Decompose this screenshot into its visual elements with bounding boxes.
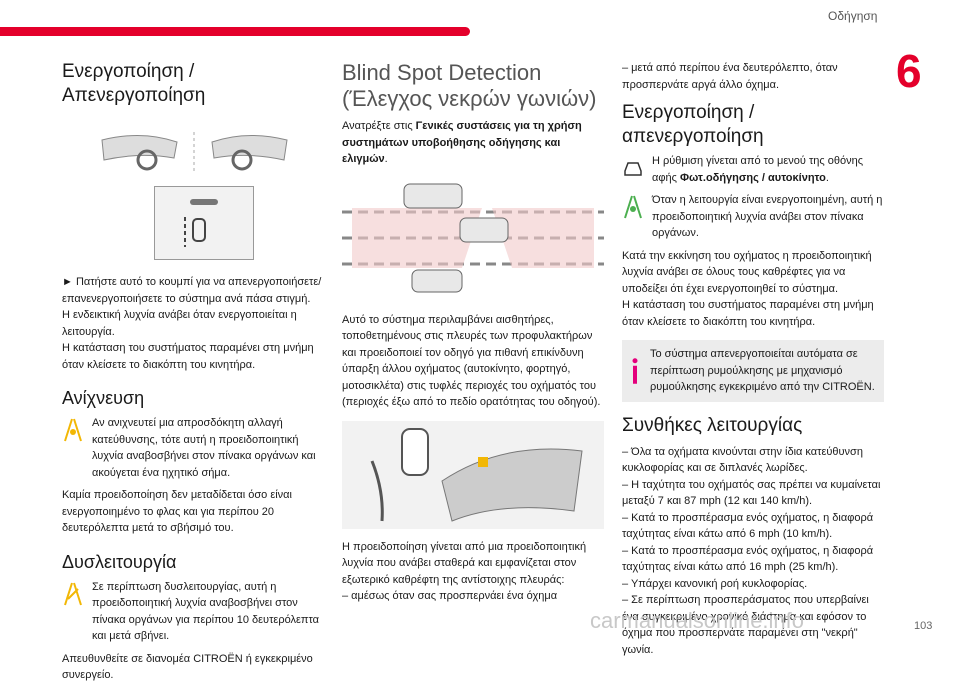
detection-icon-row: Αν ανιχνευτεί μια απροσδόκητη αλλαγή κατ… (62, 415, 324, 481)
condition-item: – Η ταχύτητα του οχήματός σας πρέπει να … (622, 478, 881, 508)
button-figure (154, 186, 254, 260)
indicator-text: Όταν η λειτουργία είναι ενεργοποιημένη, … (652, 194, 883, 239)
setting-menu-name: Φωτ.οδήγησης / αυτοκίνητο (679, 171, 826, 184)
activation-text-2: Η ενδεικτική λυχνία ανάβει όταν ενεργοπο… (62, 309, 297, 338)
section-title: Οδήγηση (828, 9, 878, 23)
bsd-intro: Ανατρέξτε στις Γενικές συστάσεις για τη … (342, 118, 604, 168)
conditions-list: – Όλα τα οχήματα κινούνται στην ίδια κατ… (622, 444, 884, 659)
bsd-memory-text: Η κατάσταση του συστήματος παραμένει στη… (622, 299, 874, 328)
column-3: – μετά από περίπου ένα δευτερόλεπτο, ότα… (622, 60, 884, 658)
bsd-intro-prefix: Ανατρέξτε στις (342, 120, 416, 132)
condition-item: – Όλα τα οχήματα κινούνται στην ίδια κατ… (622, 445, 863, 475)
bsd-warning-text: Η προειδοποίηση γίνεται από μια προειδοπ… (342, 540, 587, 586)
lanes-figure (342, 180, 604, 302)
setting-text-prefix: Η ρύθμιση γίνεται από το μενού της οθόνη… (652, 155, 864, 184)
mirror-figure (62, 130, 324, 174)
header-red-bar (0, 27, 470, 36)
condition-item: – Κατά το προσπέρασμα ενός οχήματος, η δ… (622, 544, 874, 574)
malfunction-icon-text: Σε περίπτωση δυσλειτουργίας, αυτή η προε… (92, 580, 320, 643)
fault-warning-icon (64, 582, 82, 605)
page-number: 103 (914, 620, 933, 632)
mirror-warning-illustration (370, 427, 583, 522)
car-settings-icon (624, 162, 642, 176)
bsd-button-icon (184, 199, 218, 247)
condition-item: – Υπάρχει κανονική ροή κυκλοφορίας. (622, 577, 808, 590)
bsd-bullet-1: – αμέσως όταν σας προσπερνάει ένα όχημα (342, 590, 558, 602)
bsd-intro-link: Γενικές συστάσεις για τη χρήση συστημάτω… (342, 120, 582, 165)
watermark: carmanualsonline.info (590, 608, 805, 633)
mirror-warning-figure (342, 420, 604, 529)
condition-item: – Σε περίπτωση προσπεράσματος που υπερβα… (622, 594, 869, 656)
malfunction-icon-row: Σε περίπτωση δυσλειτουργίας, αυτή η προε… (62, 579, 324, 645)
setting-text-suffix: . (825, 171, 829, 184)
bsd-bullet-2: – μετά από περίπου ένα δευτερόλεπτο, ότα… (622, 62, 838, 91)
indicator-icon-row: Όταν η λειτουργία είναι ενεργοποιημένη, … (622, 192, 884, 242)
detection-text: Καμία προειδοποίηση δεν μεταδίδεται όσο … (62, 489, 292, 534)
info-icon (632, 358, 638, 384)
setting-icon-row: Η ρύθμιση γίνεται από το μενού της οθόνη… (622, 153, 884, 186)
condition-item: – Κατά το προσπέρασμα ενός οχήματος, η δ… (622, 511, 874, 541)
bsd-startup-text: Κατά την εκκίνηση του οχήματος η προειδο… (622, 249, 872, 295)
detection-heading: Ανίχνευση (62, 388, 145, 408)
lanes-illustration (342, 183, 604, 292)
activation-text-3: Η κατάσταση του συστήματος παραμένει στη… (62, 342, 314, 371)
bsd-intro-suffix: . (384, 153, 388, 165)
bsd-activation-heading: Ενεργοποίηση / απενεργοποίηση (622, 102, 764, 147)
bsd-body: Αυτό το σύστημα περιλαμβάνει αισθητήρες,… (342, 313, 601, 409)
detection-icon-text: Αν ανιχνευτεί μια απροσδόκητη αλλαγή κατ… (92, 417, 316, 479)
setting-text: Η ρύθμιση γίνεται από το μενού της οθόνη… (652, 153, 884, 186)
column-1: Ενεργοποίηση / Απενεργοποίηση ► Πατήστε … (62, 60, 324, 684)
mirror-illustration (101, 132, 288, 172)
warning-light-icon (64, 418, 82, 442)
bsd-heading: Blind Spot Detection (Έλεγχος νεκρών γων… (342, 60, 597, 111)
column-2: Blind Spot Detection (Έλεγχος νεκρών γων… (342, 60, 604, 605)
info-box: Το σύστημα απενεργοποιείται αυτόματα σε … (622, 340, 884, 402)
conditions-heading: Συνθήκες λειτουργίας (622, 414, 803, 436)
green-indicator-icon (624, 195, 642, 219)
info-text: Το σύστημα απενεργοποιείται αυτόματα σε … (650, 348, 875, 393)
malfunction-heading: Δυσλειτουργία (62, 551, 177, 572)
chapter-number: 6 (896, 45, 922, 97)
malfunction-text: Απευθυνθείτε σε διανομέα CITROËN ή εγκεκ… (62, 652, 313, 682)
activation-heading: Ενεργοποίηση / Απενεργοποίηση (62, 61, 206, 106)
activation-text-1: ► Πατήστε αυτό το κουμπί για να απενεργο… (62, 276, 322, 305)
